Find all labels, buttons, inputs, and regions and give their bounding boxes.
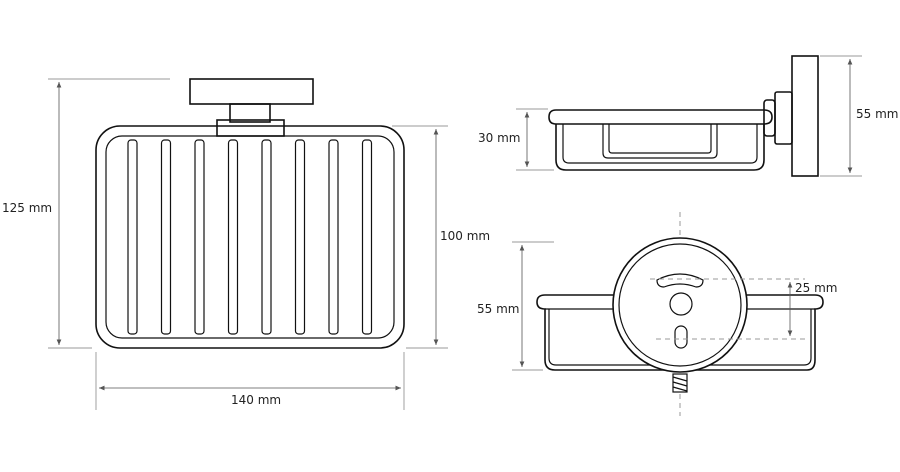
dim-30-label: 30 mm	[478, 131, 520, 145]
side-mount-neck	[774, 91, 793, 145]
front-basket-bar	[160, 139, 172, 335]
front-basket-bar	[361, 139, 373, 335]
front-basket-bar	[127, 139, 138, 335]
front-basket-bar	[294, 139, 306, 335]
front-basket-bar	[227, 139, 239, 335]
bottom-view: 55 mm 25 mm	[477, 212, 837, 416]
front-basket-inner	[105, 135, 395, 339]
dim-100-label: 100 mm	[440, 229, 490, 243]
bottom-keyhole-slot	[656, 273, 704, 288]
bottom-lower-slot	[674, 325, 688, 349]
front-view: 125 mm 100 mm 140 mm	[2, 78, 490, 410]
front-basket-bar	[261, 139, 272, 335]
front-basket-bar	[194, 139, 205, 335]
side-basket-clip	[602, 124, 718, 159]
dim-25-label: 25 mm	[795, 281, 837, 295]
bottom-rosette-outer	[612, 237, 748, 373]
side-view: 30 mm 55 mm	[478, 55, 898, 177]
bottom-set-screw	[672, 373, 688, 393]
dim-140-label: 140 mm	[231, 393, 281, 407]
dim-125-label: 125 mm	[2, 201, 52, 215]
front-basket-bars	[127, 139, 373, 335]
side-wall-plate	[791, 55, 819, 177]
side-mount-bracket	[763, 99, 776, 137]
bottom-rosette-inner	[618, 243, 742, 367]
front-wall-plate	[189, 78, 314, 105]
front-basket-outer	[95, 125, 405, 349]
front-basket-bar	[328, 139, 339, 335]
bottom-screw-hole	[669, 292, 693, 316]
dim-55-side-label: 55 mm	[856, 107, 898, 121]
side-basket-rim	[548, 109, 773, 125]
dim-55-bottom-label: 55 mm	[477, 302, 519, 316]
front-connector	[229, 103, 271, 123]
side-basket-body	[555, 124, 765, 171]
